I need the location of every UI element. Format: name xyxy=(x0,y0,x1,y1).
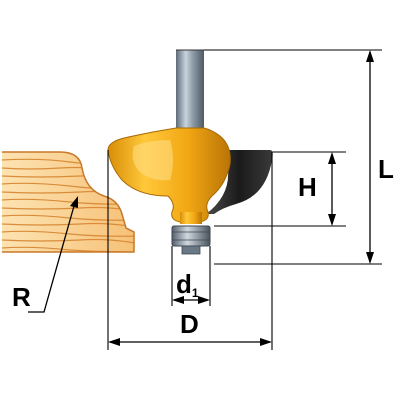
label-d1-sub: 1 xyxy=(192,286,199,300)
label-R: R xyxy=(12,282,31,312)
label-D: D xyxy=(180,309,199,339)
dimension-d1: d1 xyxy=(172,269,210,304)
label-L: L xyxy=(378,154,394,184)
dimension-L: L xyxy=(366,50,394,264)
dimension-R: R xyxy=(12,196,78,313)
extension-lines xyxy=(107,49,382,350)
bearing xyxy=(171,225,211,247)
dimension-H: H xyxy=(298,152,336,226)
label-d1-main: d xyxy=(176,269,192,299)
body-neck xyxy=(180,212,202,224)
label-H: H xyxy=(298,172,317,202)
carbide-blade xyxy=(206,150,273,214)
cutter-highlight xyxy=(132,140,173,181)
dimension-D: D xyxy=(108,309,272,346)
wood-profile-outline xyxy=(2,151,135,253)
router-bit xyxy=(107,49,273,255)
label-d1: d1 xyxy=(176,269,199,300)
bearing-screw xyxy=(181,245,201,255)
